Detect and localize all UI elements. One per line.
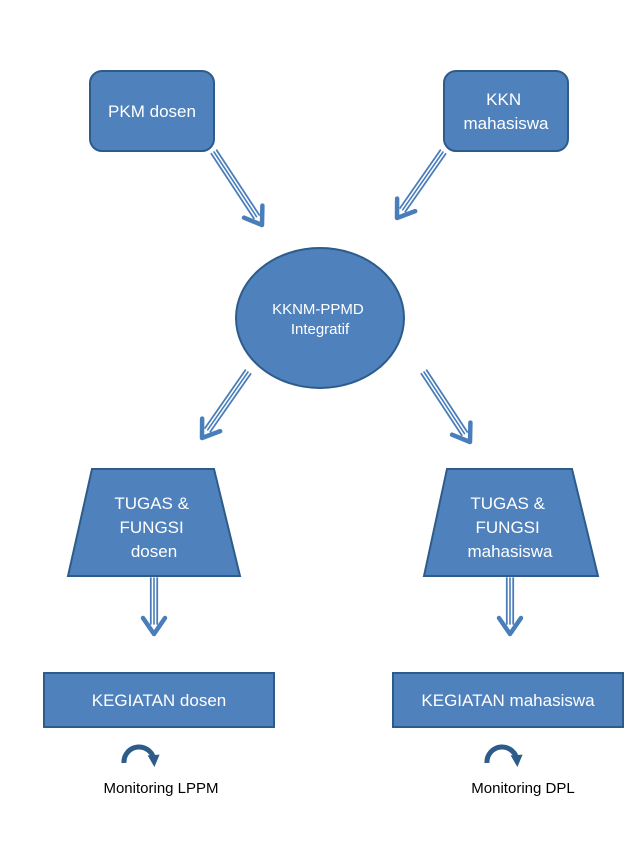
kegiatan-mahasiswa-label: KEGIATAN mahasiswa [421,691,595,710]
curved-arrow-icon [121,744,160,767]
monitoring-lppm-caption: Monitoring LPPM [103,780,218,797]
kegiatan-mahasiswa-node: KEGIATAN mahasiswa [392,672,624,728]
tugas-mahasiswa-label-line1: TUGAS & [470,494,545,513]
svg-text:PKM dosen: PKM dosen [108,102,196,121]
tugas-fungsi-mahasiswa-node: TUGAS & FUNGSI mahasiswa [422,468,600,577]
svg-text:KKN mahasiswa: KKN mahasiswa [463,90,549,133]
svg-text:KKNM-PPMD Integratif: KKNM-PPMD Integratif [272,301,368,338]
svg-text:TUGAS & FUNGSI dos: TUGAS & FUNGSI dosen [114,494,193,561]
pkm-dosen-label: PKM dosen [108,102,196,121]
arrow-tugas-to-kegiatan-mahasiswa [496,577,524,637]
tugas-dosen-label-line1: TUGAS & [114,494,189,513]
arrow-kkn-to-center [394,149,447,221]
kegiatan-dosen-node: KEGIATAN dosen [43,672,275,728]
kkn-mahasiswa-node: KKN mahasiswa [443,70,569,152]
kknm-ppmd-label-line2: Integratif [291,321,350,338]
arrow-center-to-tugas-mahasiswa [420,369,473,445]
kegiatan-dosen-label: KEGIATAN dosen [92,691,226,710]
kkn-mahasiswa-label-line2: mahasiswa [463,114,549,133]
tugas-dosen-label-line2: FUNGSI [120,518,184,537]
monitoring-dpl-caption: Monitoring DPL [471,780,574,797]
arrow-center-to-tugas-dosen [199,369,252,441]
pkm-dosen-node: PKM dosen [89,70,215,152]
kknm-ppmd-label-line1: KKNM-PPMD [272,301,364,318]
arrow-tugas-to-kegiatan-dosen [140,577,168,637]
curved-arrow-icon [484,744,523,767]
svg-text:TUGAS & FUNGSI mah: TUGAS & FUNGSI mahasiswa [467,494,553,561]
tugas-mahasiswa-label-line3: mahasiswa [467,542,553,561]
arrow-pkm-to-center [210,149,265,228]
tugas-mahasiswa-label-line2: FUNGSI [476,518,540,537]
kknm-ppmd-node: KKNM-PPMD Integratif [235,247,405,389]
kkn-mahasiswa-label-line1: KKN [486,90,521,109]
tugas-fungsi-dosen-node: TUGAS & FUNGSI dosen [66,468,242,577]
tugas-dosen-label-line3: dosen [131,542,177,561]
